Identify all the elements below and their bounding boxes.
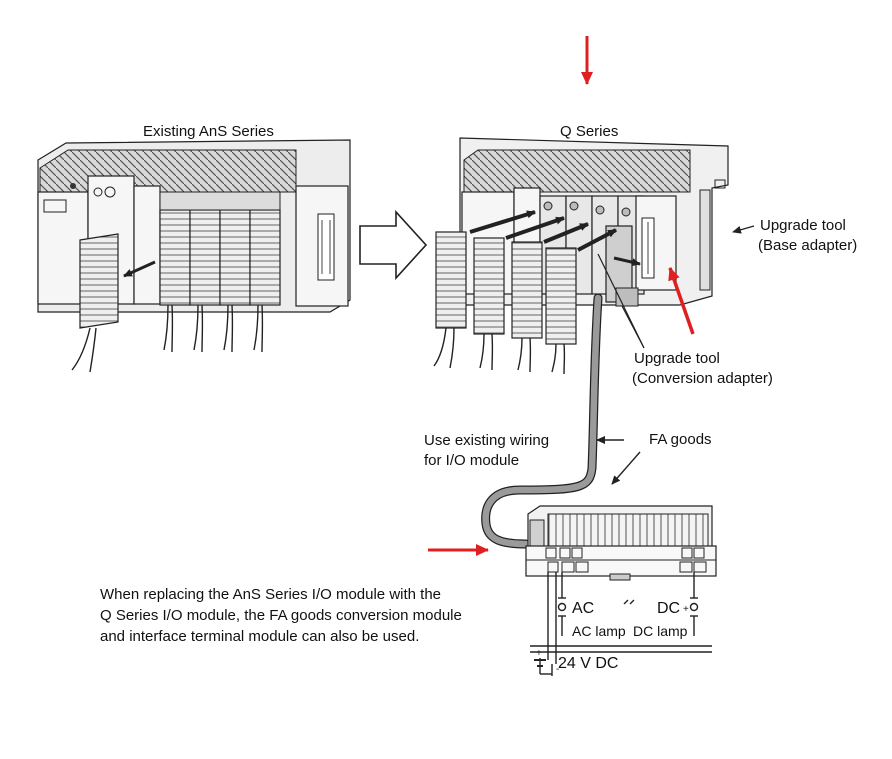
q-top-fins: [463, 149, 691, 193]
description-line-2: Q Series I/O module, the FA goods conver…: [100, 607, 462, 624]
label-upgrade-conv-1: Upgrade tool: [634, 350, 720, 367]
ans-io-module-4: [219, 209, 251, 306]
q-insertion-arrows: [469, 210, 617, 252]
svg-text:-: -: [556, 664, 559, 675]
label-wiring-1: Use existing wiring: [424, 432, 550, 449]
ans-removed-terminal-block: [79, 233, 119, 329]
description-text: When replacing the AnS Series I/O module…: [100, 584, 520, 647]
leader-fa-goods-2: [611, 451, 641, 485]
description-line-1: When replacing the AnS Series I/O module…: [100, 586, 442, 603]
label-wiring-2: for I/O module: [424, 452, 520, 469]
label-existing-series: Existing AnS Series: [143, 123, 274, 140]
ac-lamp-symbol: [557, 602, 567, 612]
label-fa-goods: FA goods: [649, 431, 712, 448]
ans-io-module-5: [249, 209, 281, 306]
ans-wires: [71, 304, 264, 373]
label-dc-supply: 24 V DC: [558, 655, 619, 672]
q-series-rack: [433, 137, 729, 375]
ans-series-rack: [37, 139, 351, 373]
ans-top-fins: [39, 149, 297, 193]
fa-goods-module: [525, 505, 717, 581]
label-dc-lamp: DC lamp: [633, 623, 688, 639]
ans-io-module-1: [133, 185, 161, 305]
q-wires: [433, 327, 566, 375]
dc-lamp-symbol: [689, 602, 699, 612]
label-q-series: Q Series: [560, 123, 619, 140]
svg-text:+: +: [536, 648, 542, 659]
description-line-3: and interface terminal module can also b…: [100, 628, 420, 645]
label-dc: DC: [657, 600, 681, 617]
q-terminal-block-1: [435, 231, 467, 329]
ans-io-module-2: [159, 209, 191, 306]
leader-base-adapter: [732, 225, 755, 234]
label-upgrade-conv-2: (Conversion adapter): [632, 370, 773, 387]
ans-io-module-3: [189, 209, 221, 306]
q-terminal-block-4: [545, 247, 577, 345]
wiring-schematic: [530, 572, 712, 676]
label-upgrade-base-1: Upgrade tool: [760, 217, 846, 234]
label-upgrade-base-2: (Base adapter): [758, 237, 858, 254]
label-ac-lamp: AC lamp: [572, 623, 626, 639]
svg-text:+: +: [683, 604, 689, 615]
q-terminal-block-3: [511, 241, 543, 339]
replace-arrow: [359, 209, 428, 281]
leader-conversion-2: [621, 305, 645, 349]
highlight-arrow-right: [668, 267, 695, 335]
q-terminal-block-2: [473, 237, 505, 335]
label-ac: AC: [572, 600, 595, 617]
